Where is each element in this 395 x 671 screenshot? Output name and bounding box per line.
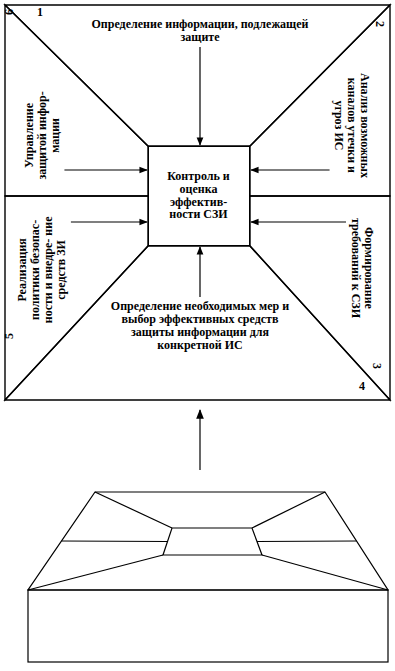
callout-number: 1 [37, 6, 43, 18]
stage-label: Реализация политики безопас- ности и вне… [16, 215, 68, 325]
region-border [5, 5, 390, 146]
stage-region: Формирование требований к СЗИ [250, 196, 390, 400]
center-box: Контроль и оценка эффектив- ности СЗИ [148, 146, 250, 246]
pointer-arrow [199, 410, 200, 470]
callout-number: 5 [3, 333, 15, 339]
stage-region: Управление защитой инфор- мации [5, 5, 148, 196]
flow-arrow [251, 169, 330, 170]
stage-label: Определение информации, подлежащей защит… [85, 18, 315, 44]
callout-number: 4 [359, 380, 365, 392]
stage-label: Определение необходимых мер и выбор эффе… [110, 300, 290, 352]
region-border [250, 5, 390, 196]
region-border [5, 196, 148, 400]
callout-number: 3 [371, 363, 383, 369]
stage-region: Определение информации, подлежащей защит… [5, 5, 390, 146]
stage-label: Управление защитой инфор- мации [23, 80, 62, 190]
stage-label: Анализ возможных каналов утечки и угроз … [333, 70, 372, 180]
flow-arrow [71, 221, 147, 222]
stage-region: Анализ возможных каналов утечки и угроз … [250, 5, 390, 196]
flow-arrow [64, 169, 147, 170]
flow-arrow [199, 47, 200, 145]
flow-arrow [251, 221, 346, 222]
callout-number: 6 [3, 9, 15, 15]
stage-region: Реализация политики безопас- ности и вне… [5, 196, 148, 400]
region-border [250, 196, 390, 400]
flow-arrow [199, 247, 200, 297]
stage-label: Формирование требований к СЗИ [349, 213, 375, 323]
box-model [28, 492, 388, 662]
center-label: Контроль и оценка эффектив- ности СЗИ [157, 170, 241, 222]
region-border [5, 5, 148, 196]
callout-number: 2 [374, 21, 386, 27]
